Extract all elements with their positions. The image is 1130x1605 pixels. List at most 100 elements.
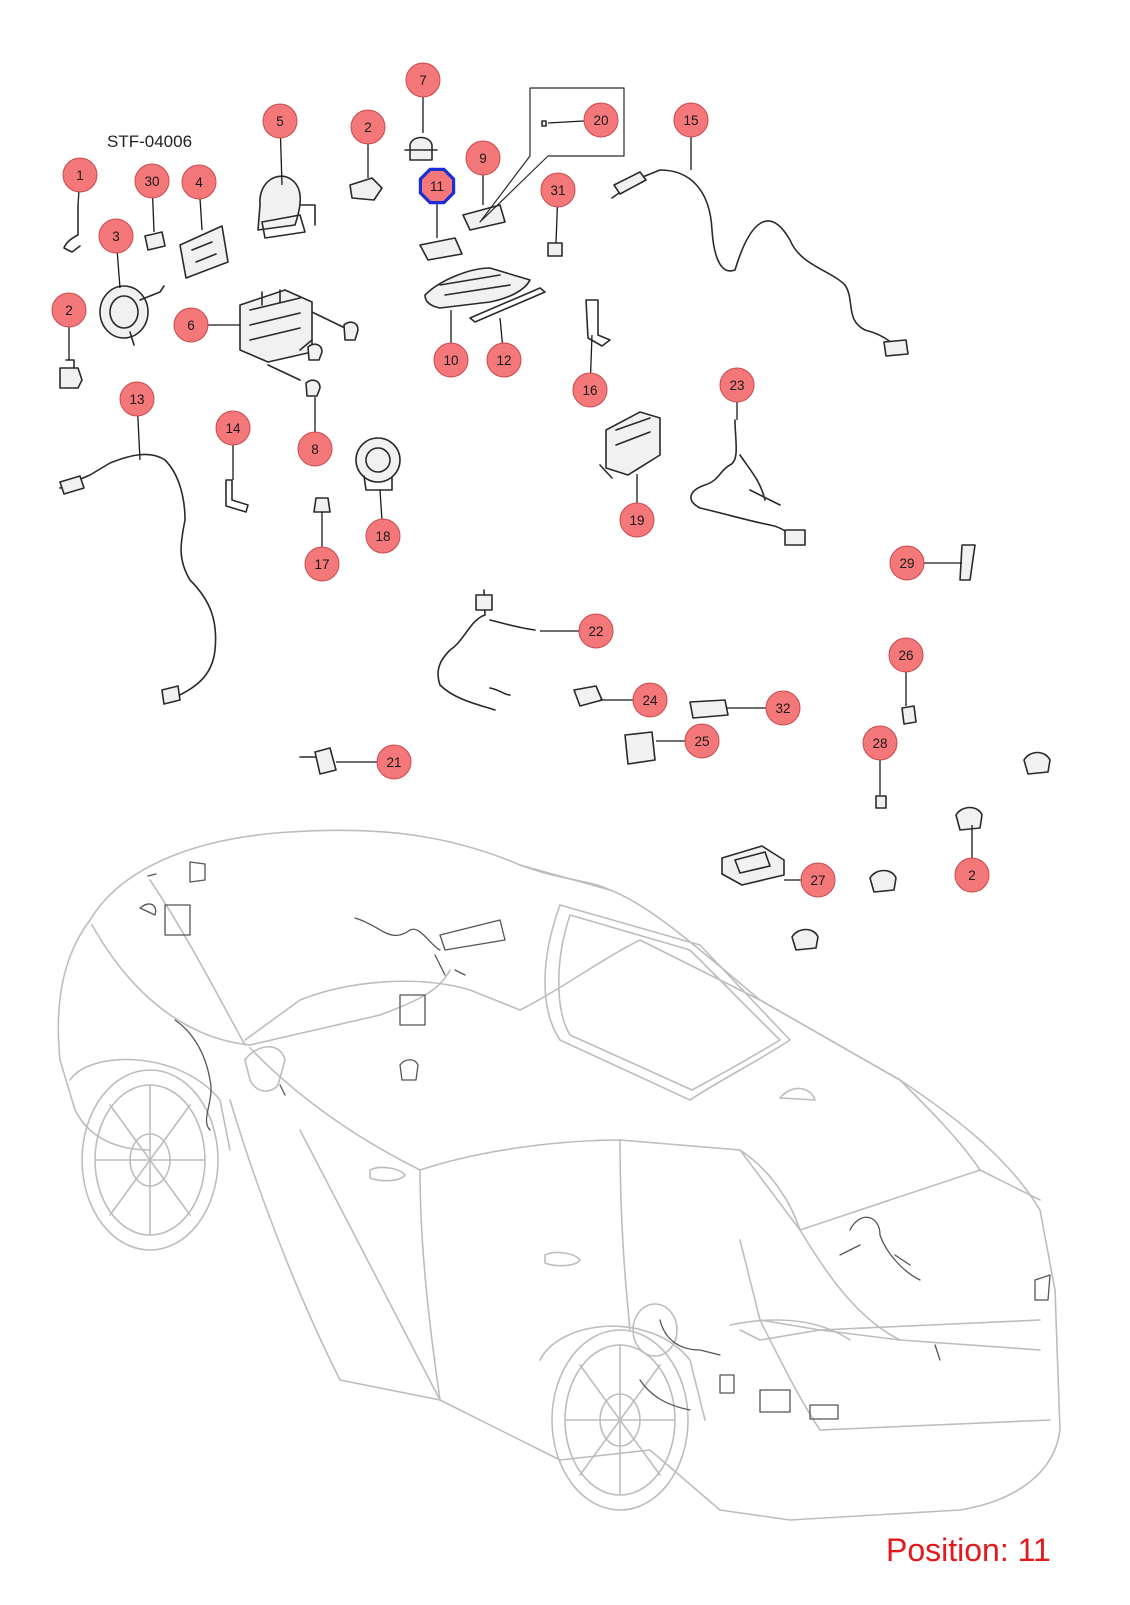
callout-circle: [889, 545, 925, 581]
callout-circle: [684, 723, 720, 759]
callout-circle: [888, 637, 924, 673]
callout-13[interactable]: 13: [119, 381, 155, 417]
callout-label: 1: [76, 168, 84, 183]
callout-circle: [719, 367, 755, 403]
callout-circle: [465, 140, 501, 176]
callout-23[interactable]: 23: [719, 367, 755, 403]
callout-32[interactable]: 32: [765, 690, 801, 726]
callout-circle: [350, 109, 386, 145]
callout-11[interactable]: 11: [418, 167, 456, 205]
callout-6[interactable]: 6: [173, 307, 209, 343]
callout-15[interactable]: 15: [673, 102, 709, 138]
callout-label: 11: [430, 179, 444, 194]
callout-circle: [304, 546, 340, 582]
callout-27[interactable]: 27: [800, 862, 836, 898]
callout-label: 14: [225, 421, 241, 436]
callout-label: 17: [314, 557, 329, 572]
callout-5[interactable]: 5: [262, 103, 298, 139]
leader-lines: [68, 80, 973, 881]
callout-24[interactable]: 24: [632, 682, 668, 718]
callout-28[interactable]: 28: [862, 725, 898, 761]
callout-circle: [862, 725, 898, 761]
callout-8[interactable]: 8: [297, 431, 333, 467]
callout-label: 20: [593, 113, 608, 128]
exploded-parts: [59, 87, 1051, 951]
callout-circle: [134, 163, 170, 199]
callout-16[interactable]: 16: [572, 372, 608, 408]
callout-4[interactable]: 4: [181, 164, 217, 200]
callout-1[interactable]: 1: [62, 157, 98, 193]
callout-3[interactable]: 3: [98, 218, 134, 254]
callout-label: 23: [729, 378, 744, 393]
callout-12[interactable]: 12: [486, 342, 522, 378]
callout-9[interactable]: 9: [465, 140, 501, 176]
callout-label: 9: [479, 151, 487, 166]
vehicle-outline: [57, 829, 1061, 1521]
callout-2[interactable]: 2: [350, 109, 386, 145]
callout-circle: [51, 292, 87, 328]
callout-label: 29: [899, 556, 914, 571]
callout-label: 25: [694, 734, 709, 749]
callout-circle: [262, 103, 298, 139]
callout-label: 16: [582, 383, 597, 398]
callout-label: 2: [364, 120, 372, 135]
callout-circle: [673, 102, 709, 138]
callout-30[interactable]: 30: [134, 163, 170, 199]
callout-circle: [376, 744, 412, 780]
callout-circle: [765, 690, 801, 726]
callout-2[interactable]: 2: [954, 857, 990, 893]
callout-label: 4: [195, 175, 203, 190]
callout-label: 2: [968, 868, 976, 883]
callout-circle: [365, 518, 401, 554]
callout-circle: [119, 381, 155, 417]
highlight-marker: [418, 167, 456, 205]
callout-label: 8: [311, 442, 319, 457]
callout-label: 12: [496, 353, 511, 368]
vehicle-installed-parts: [139, 861, 1051, 1420]
callout-circle: [583, 102, 619, 138]
callout-label: 32: [775, 701, 790, 716]
position-indicator: Position: 11: [886, 1532, 1051, 1568]
callout-label: 26: [898, 648, 913, 663]
callout-label: 28: [872, 736, 887, 751]
callout-2[interactable]: 2: [51, 292, 87, 328]
callout-label: 22: [588, 624, 603, 639]
callout-label: 2: [65, 303, 73, 318]
callout-29[interactable]: 29: [889, 545, 925, 581]
callout-circle: [98, 218, 134, 254]
callout-20[interactable]: 20: [583, 102, 619, 138]
callout-circle: [572, 372, 608, 408]
callout-18[interactable]: 18: [365, 518, 401, 554]
diagram-code-label: STF-04006: [107, 132, 193, 151]
callout-14[interactable]: 14: [215, 410, 251, 446]
callout-17[interactable]: 17: [304, 546, 340, 582]
callout-circle: [405, 62, 441, 98]
callout-22[interactable]: 22: [578, 613, 614, 649]
callout-circle: [540, 172, 576, 208]
callout-circle: [800, 862, 836, 898]
callout-7[interactable]: 7: [405, 62, 441, 98]
callout-label: 5: [276, 114, 284, 129]
callout-label: 10: [443, 353, 458, 368]
callout-19[interactable]: 19: [619, 502, 655, 538]
callout-label: 19: [629, 513, 644, 528]
callout-10[interactable]: 10: [433, 342, 469, 378]
callout-circle: [297, 431, 333, 467]
callout-label: 7: [419, 73, 427, 88]
callout-circle: [433, 342, 469, 378]
callout-26[interactable]: 26: [888, 637, 924, 673]
callout-31[interactable]: 31: [540, 172, 576, 208]
callout-label: 30: [144, 174, 159, 189]
callout-21[interactable]: 21: [376, 744, 412, 780]
callout-label: 31: [550, 183, 565, 198]
callout-circle: [181, 164, 217, 200]
callout-25[interactable]: 25: [684, 723, 720, 759]
callout-label: 13: [129, 392, 144, 407]
callout-circle: [954, 857, 990, 893]
callout-circle: [215, 410, 251, 446]
callout-label: 18: [375, 529, 390, 544]
callout-circle: [632, 682, 668, 718]
